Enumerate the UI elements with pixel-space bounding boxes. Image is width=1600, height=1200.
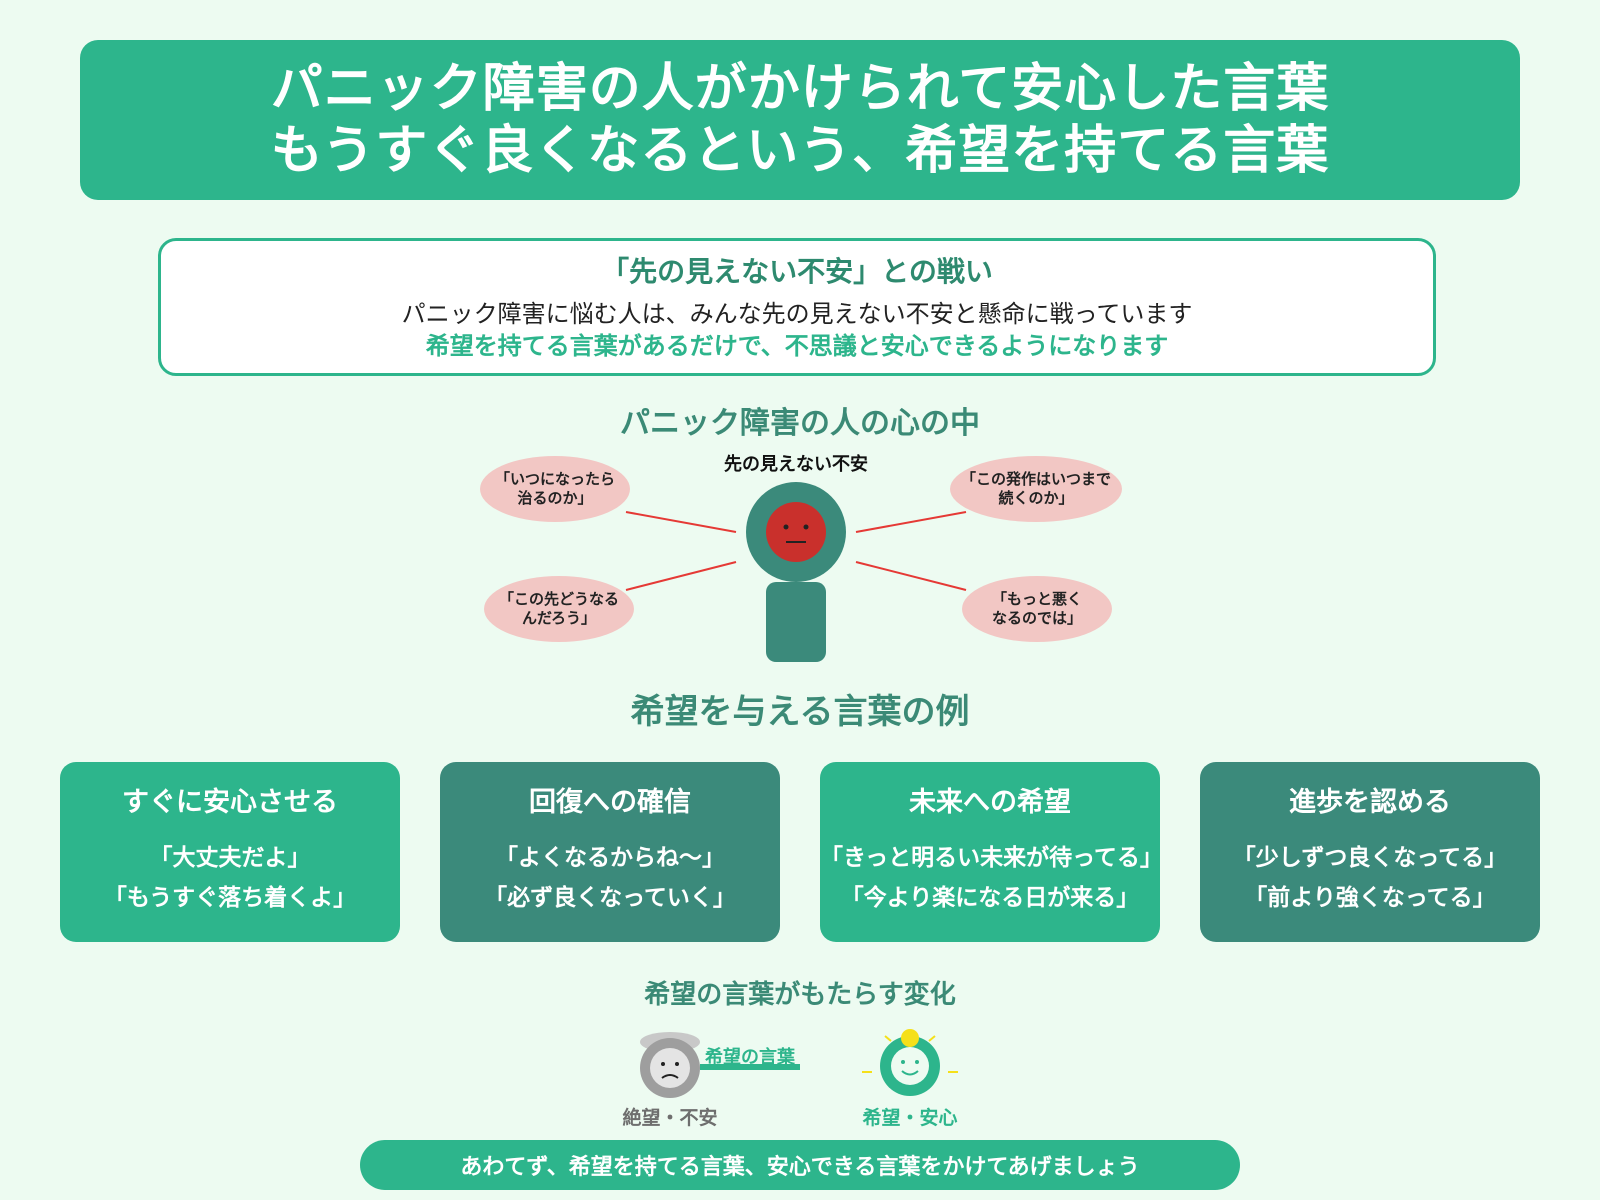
example-card-line: 「もうすぐ落ち着くよ」 (103, 885, 357, 911)
person-body (766, 582, 826, 662)
example-card-reassure: すぐに安心させる 「大丈夫だよ」 「もうすぐ落ち着くよ」 (60, 762, 400, 942)
sad-face-left-eye (661, 1062, 665, 1066)
thought-bubble-top-left-line1: 「いつになったら (494, 470, 615, 488)
happy-face-right-eye (915, 1060, 919, 1064)
footer-text: あわてず、希望を持てる言葉、安心できる言葉をかけてあげましょう (460, 1155, 1140, 1180)
sun-ray (928, 1035, 936, 1042)
page-title-line2: もうすぐ良くなるという、希望を持てる言葉 (270, 121, 1330, 181)
example-card-line: 「必ず良くなっていく」 (484, 885, 736, 911)
worried-face-left-eye (783, 524, 789, 530)
example-card-title: 進歩を認める (1289, 787, 1451, 818)
sun-icon (901, 1029, 919, 1047)
example-card-line: 「前より強くなってる」 (1244, 885, 1496, 911)
example-card-title: 回復への確信 (529, 787, 691, 818)
before-label: 絶望・不安 (622, 1107, 718, 1129)
sun-ray (884, 1035, 892, 1042)
connector-line-bottom-right (855, 561, 967, 591)
example-card-line: 「きっと明るい未来が待ってる」 (820, 845, 1163, 871)
example-card-line: 「今より楽になる日が来る」 (840, 885, 1140, 911)
mind-diagram (625, 482, 967, 662)
thought-bubble-top-right-line2: 続くのか」 (998, 489, 1074, 507)
thought-bubble-bottom-right: 「もっと悪く なるのでは」 (962, 576, 1112, 642)
header-banner: パニック障害の人がかけられて安心した言葉 もうすぐ良くなるという、希望を持てる言… (80, 40, 1520, 200)
worried-face-icon (766, 502, 826, 562)
thought-bubble-bottom-right-line1: 「もっと悪く (991, 590, 1082, 608)
page-title-line1: パニック障害の人がかけられて安心した言葉 (270, 59, 1330, 119)
connector-line-bottom-left (625, 561, 737, 591)
sad-face-inner (650, 1048, 690, 1088)
footer-banner: あわてず、希望を持てる言葉、安心できる言葉をかけてあげましょう (360, 1140, 1240, 1190)
thought-bubble-bottom-left-line1: 「この先どうなる (498, 590, 619, 608)
sad-face-mouth (661, 1074, 679, 1079)
change-diagram (640, 1029, 958, 1098)
happy-face-inner (891, 1047, 929, 1085)
after-label: 希望・安心 (862, 1107, 958, 1129)
happy-face-left-eye (901, 1060, 905, 1064)
example-card-future: 未来への希望 「きっと明るい未来が待ってる」 「今より楽になる日が来る」 (820, 762, 1163, 942)
change-arrow-bar (700, 1064, 800, 1070)
worried-face-right-eye (803, 524, 809, 530)
example-card-line: 「よくなるからね～」 (495, 845, 725, 871)
thought-bubble-top-left-line2: 治るのか」 (517, 489, 593, 507)
thought-bubble-bottom-left-line2: んだろう」 (521, 609, 597, 627)
example-card-line: 「大丈夫だよ」 (149, 845, 311, 871)
example-card-recovery: 回復への確信 「よくなるからね～」 「必ず良くなっていく」 (440, 762, 780, 942)
change-section-title: 希望の言葉がもたらす変化 (644, 980, 956, 1010)
center-label: 先の見えない不安 (724, 454, 868, 475)
example-card-title: 未来への希望 (909, 787, 1071, 818)
example-card-title: すぐに安心させる (122, 787, 338, 818)
intro-box: 「先の見えない不安」との戦い パニック障害に悩む人は、みんな先の見えない不安と懸… (158, 238, 1436, 376)
thought-bubble-bottom-left: 「この先どうなる んだろう」 (484, 576, 634, 642)
thought-bubble-top-right: 「この発作はいつまで 続くのか」 (950, 456, 1122, 522)
connector-line-top-right (855, 511, 967, 533)
example-card-progress: 進歩を認める 「少しずつ良くなってる」 「前より強くなってる」 (1200, 762, 1540, 942)
intro-body: パニック障害に悩む人は、みんな先の見えない不安と懸命に戦っています (401, 300, 1193, 328)
thought-bubble-top-left: 「いつになったら 治るのか」 (480, 456, 630, 522)
mind-section-title: パニック障害の人の心の中 (620, 406, 980, 441)
intro-title: 「先の見えない不安」との戦い (601, 255, 993, 288)
happy-face-mouth (901, 1070, 919, 1076)
sad-face-right-eye (675, 1062, 679, 1066)
examples-section-title: 希望を与える言葉の例 (630, 692, 970, 732)
thought-bubble-bottom-right-line2: なるのでは」 (991, 609, 1082, 627)
thought-bubble-top-right-line1: 「この発作はいつまで (960, 470, 1111, 488)
change-arrow-label: 希望の言葉 (705, 1047, 795, 1068)
intro-accent: 希望を持てる言葉があるだけで、不思議と安心できるようになります (425, 332, 1169, 360)
example-card-line: 「少しずつ良くなってる」 (1232, 845, 1508, 871)
connector-line-top-left (625, 511, 737, 533)
